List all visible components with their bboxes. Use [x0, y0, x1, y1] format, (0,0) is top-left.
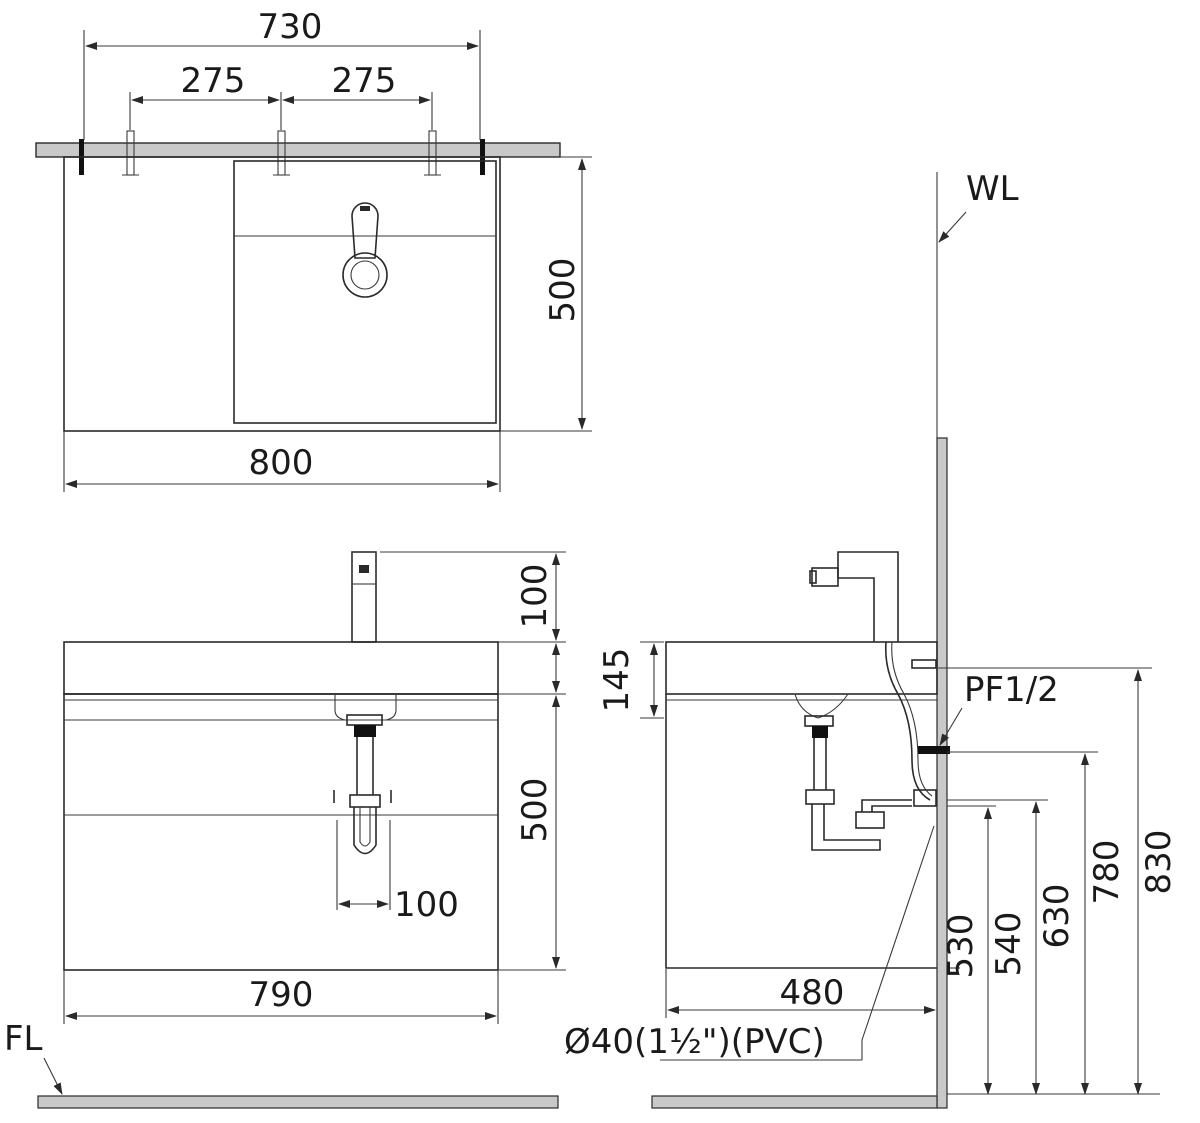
faucet-front-icon	[351, 551, 377, 643]
dim-left-spacing: 275	[181, 61, 246, 101]
dim-front-cabinet-width: 790	[249, 975, 314, 1015]
drain-trap-side	[804, 715, 912, 851]
side-wall	[936, 437, 948, 1109]
dim-drain-offset: 100	[394, 885, 459, 925]
dim-height-830: 830	[1139, 830, 1179, 895]
dim-height-540: 540	[989, 912, 1029, 977]
drain-trap-front	[333, 714, 392, 855]
screw-right	[424, 130, 441, 176]
faucet-side-icon	[809, 551, 899, 642]
dim-height-630: 630	[1037, 884, 1077, 949]
dim-side-depth: 480	[780, 973, 845, 1013]
dim-height-780: 780	[1087, 840, 1127, 905]
supply-valve	[913, 789, 937, 807]
dim-right-spacing: 275	[332, 61, 397, 101]
top-basin-outline	[233, 160, 497, 424]
front-view: 100 100 500 790 FL	[4, 551, 566, 1109]
screw-center	[273, 130, 290, 176]
dim-top-thickness: 145	[597, 648, 637, 713]
front-cabinet-body	[63, 693, 499, 971]
supply-label: PF1/2	[964, 670, 1059, 710]
faucet-plan-icon	[342, 202, 388, 298]
side-view: WL	[564, 169, 1179, 1109]
side-floor	[651, 1095, 938, 1109]
wall-label: WL	[966, 169, 1019, 209]
dim-top-depth: 500	[543, 258, 583, 323]
dim-top-cabinet-width: 800	[249, 443, 314, 483]
dim-faucet-height: 100	[515, 564, 555, 629]
floor-label: FL	[4, 1019, 43, 1059]
front-floor	[37, 1095, 559, 1109]
top-cabinet-outline	[63, 156, 501, 432]
dim-height-530: 530	[941, 914, 981, 979]
front-countertop	[63, 641, 499, 695]
upper-fitting	[911, 659, 937, 669]
height-dimensions: 830 780 630 540 530	[937, 667, 1179, 1095]
supply-hose	[884, 641, 931, 801]
screw-left	[122, 130, 139, 176]
side-countertop	[665, 641, 938, 695]
dim-front-cabinet-height: 500	[515, 778, 555, 843]
drain-pipe-label: Ø40(1½")(PVC)	[564, 1022, 825, 1062]
dim-top-total-width: 730	[258, 7, 323, 47]
top-view: 730 275 275 500 800	[35, 7, 592, 492]
